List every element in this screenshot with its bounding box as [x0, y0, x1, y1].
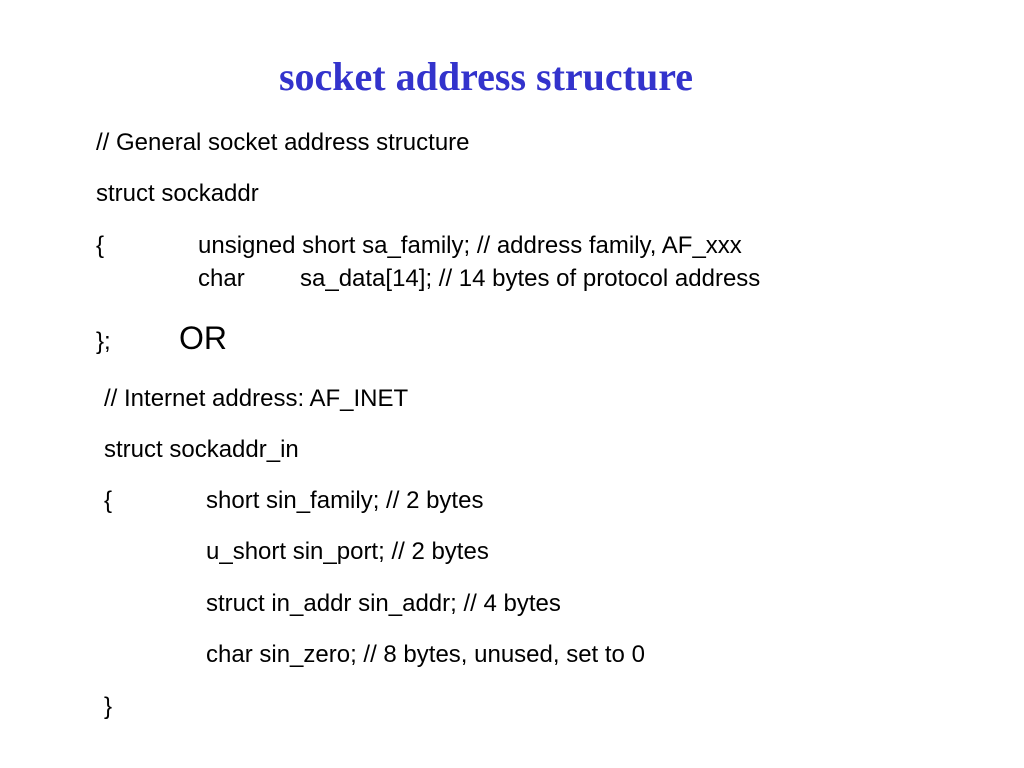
sockaddr-comment: // General socket address structure — [96, 129, 470, 156]
sockaddr-in-open-brace: { — [104, 487, 113, 514]
sockaddr-in-field-sin-port: u_short sin_port; // 2 bytes — [206, 538, 489, 565]
slide-title: socket address structure — [278, 54, 694, 99]
sockaddr-field-sa-data: sa_data[14]; // 14 bytes of protocol add… — [300, 265, 761, 292]
sockaddr-in-field-sin-addr: struct in_addr sin_addr; // 4 bytes — [206, 590, 561, 617]
sockaddr-close-brace: }; — [96, 328, 111, 355]
sockaddr-in-close-brace: } — [104, 693, 113, 720]
sockaddr-in-field-sin-zero: char sin_zero; // 8 bytes, unused, set t… — [206, 641, 645, 668]
sockaddr-in-field-sin-family: short sin_family; // 2 bytes — [206, 487, 484, 514]
or-separator: OR — [179, 320, 227, 356]
sockaddr-field-sa-data-type: char — [198, 265, 245, 292]
sockaddr-declaration: struct sockaddr — [96, 180, 259, 207]
sockaddr-field-sa-family: unsigned short sa_family; // address fam… — [198, 232, 742, 259]
sockaddr-in-comment: // Internet address: AF_INET — [104, 385, 409, 412]
sockaddr-in-declaration: struct sockaddr_in — [104, 436, 299, 463]
sockaddr-open-brace: { — [96, 232, 105, 259]
